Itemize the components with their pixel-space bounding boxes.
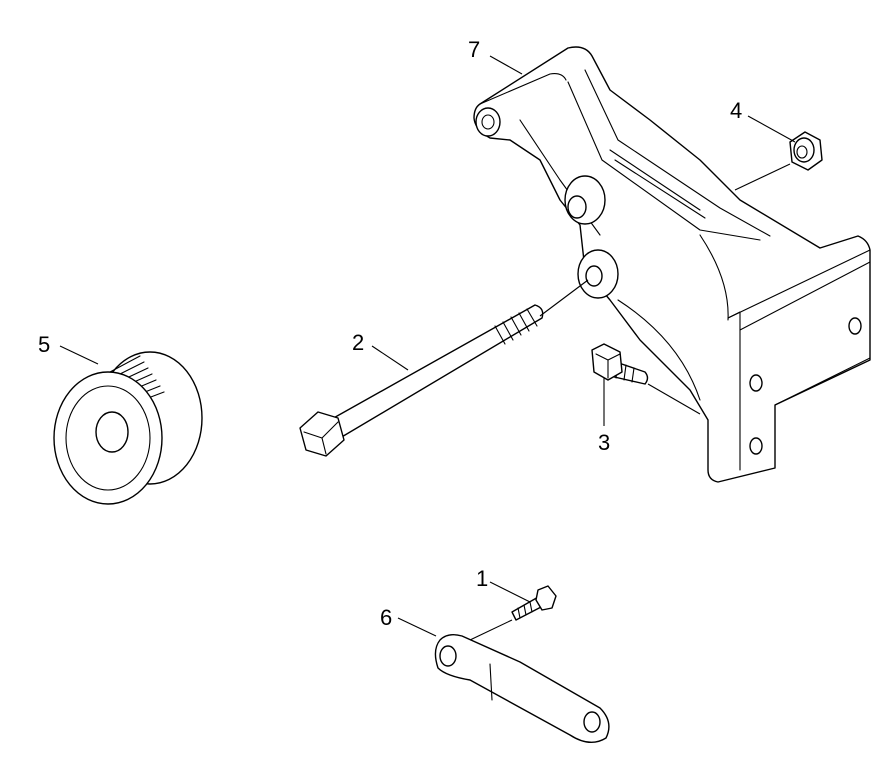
leader-1 [489, 581, 531, 603]
leader-7 [489, 55, 523, 75]
part-2-long-bolt [299, 304, 544, 457]
part-6-link-plate [434, 633, 610, 743]
part-1-small-bolt [511, 585, 557, 621]
leader-5 [59, 345, 99, 365]
leader-6 [397, 617, 437, 637]
leader-1-axis [469, 619, 513, 641]
callout-6: 6 [380, 605, 392, 630]
leader-4-axis [734, 163, 791, 191]
leader-2-axis [539, 279, 589, 317]
callout-1: 1 [476, 566, 488, 591]
leader-3-axis [647, 383, 701, 415]
leader-lines [59, 55, 796, 641]
part-5-pulley [53, 351, 203, 505]
callout-4: 4 [730, 98, 742, 123]
part-4-nut [789, 131, 823, 171]
callout-labels: 7 4 2 3 5 1 6 [38, 37, 742, 630]
part-7-bracket [473, 46, 871, 483]
part-3-bolt [591, 343, 649, 385]
leader-2 [371, 345, 409, 371]
callout-3: 3 [598, 430, 610, 455]
callout-2: 2 [352, 330, 364, 355]
callout-7: 7 [468, 37, 480, 62]
callout-5: 5 [38, 332, 50, 357]
leader-4 [747, 115, 796, 143]
